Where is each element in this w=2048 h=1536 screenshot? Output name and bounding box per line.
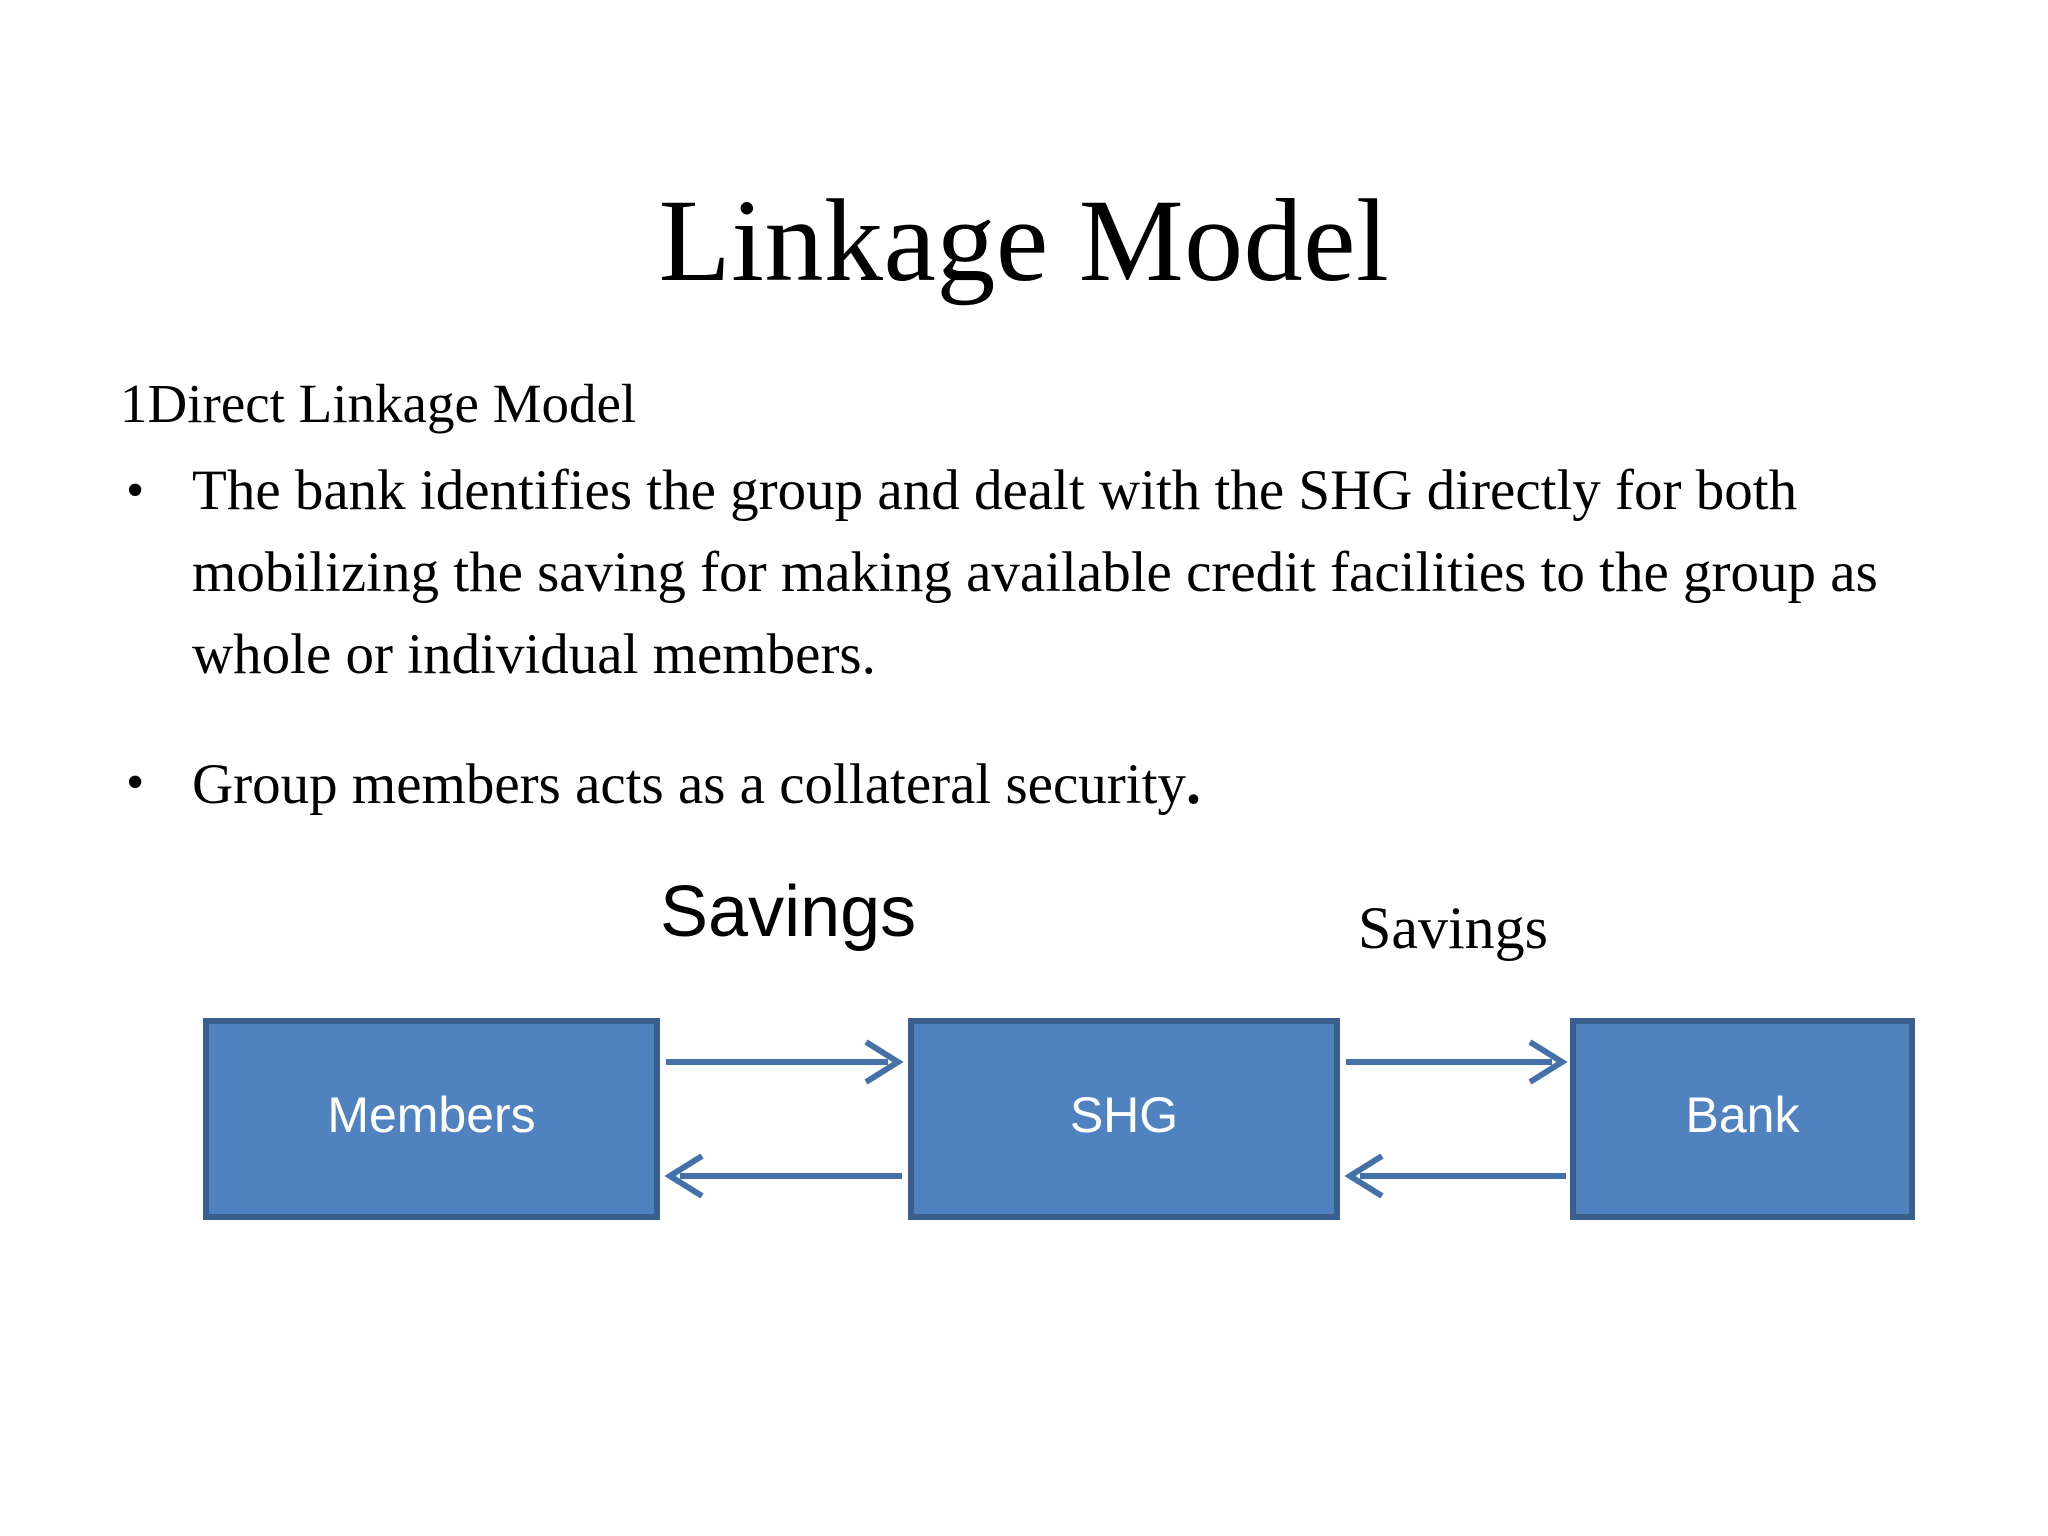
flow-node-label: Members — [327, 1087, 536, 1143]
arrow-bank-to-shg — [1344, 1153, 1566, 1199]
body-content: 1Direct Linkage Model • The bank identif… — [120, 372, 1950, 826]
bullet-dot-icon: • — [126, 753, 145, 811]
arrow-pair-members-shg — [664, 1039, 904, 1199]
model-heading: 1Direct Linkage Model — [120, 373, 637, 434]
page-title: Linkage Model — [658, 175, 1390, 307]
flow-label-savings-right: Savings — [1358, 895, 1549, 961]
flow-label-savings-left: Savings — [660, 872, 917, 952]
arrow-pair-shg-bank — [1344, 1039, 1568, 1199]
arrow-shg-to-members — [664, 1153, 902, 1199]
bullet-text-tail: . — [1185, 749, 1201, 816]
arrow-shg-to-bank — [1346, 1039, 1568, 1085]
bullet-dot-icon: • — [126, 461, 145, 519]
bullet-text: The bank identifies the group and dealt … — [192, 458, 1878, 686]
list-item: • Group members acts as a collateral sec… — [120, 742, 1950, 826]
flow-node-shg[interactable]: SHG — [908, 1018, 1340, 1220]
bullet-text: Group members acts as a collateral secur… — [192, 742, 1950, 826]
flow-node-members[interactable]: Members — [203, 1018, 660, 1220]
flow-node-bank[interactable]: Bank — [1570, 1018, 1915, 1220]
list-item: • The bank identifies the group and deal… — [120, 450, 1950, 696]
bullet-text-main: Group members acts as a collateral secur… — [192, 752, 1186, 816]
flow-node-label: Bank — [1685, 1087, 1800, 1143]
arrow-members-to-shg — [666, 1039, 904, 1085]
flow-node-label: SHG — [1069, 1087, 1179, 1143]
